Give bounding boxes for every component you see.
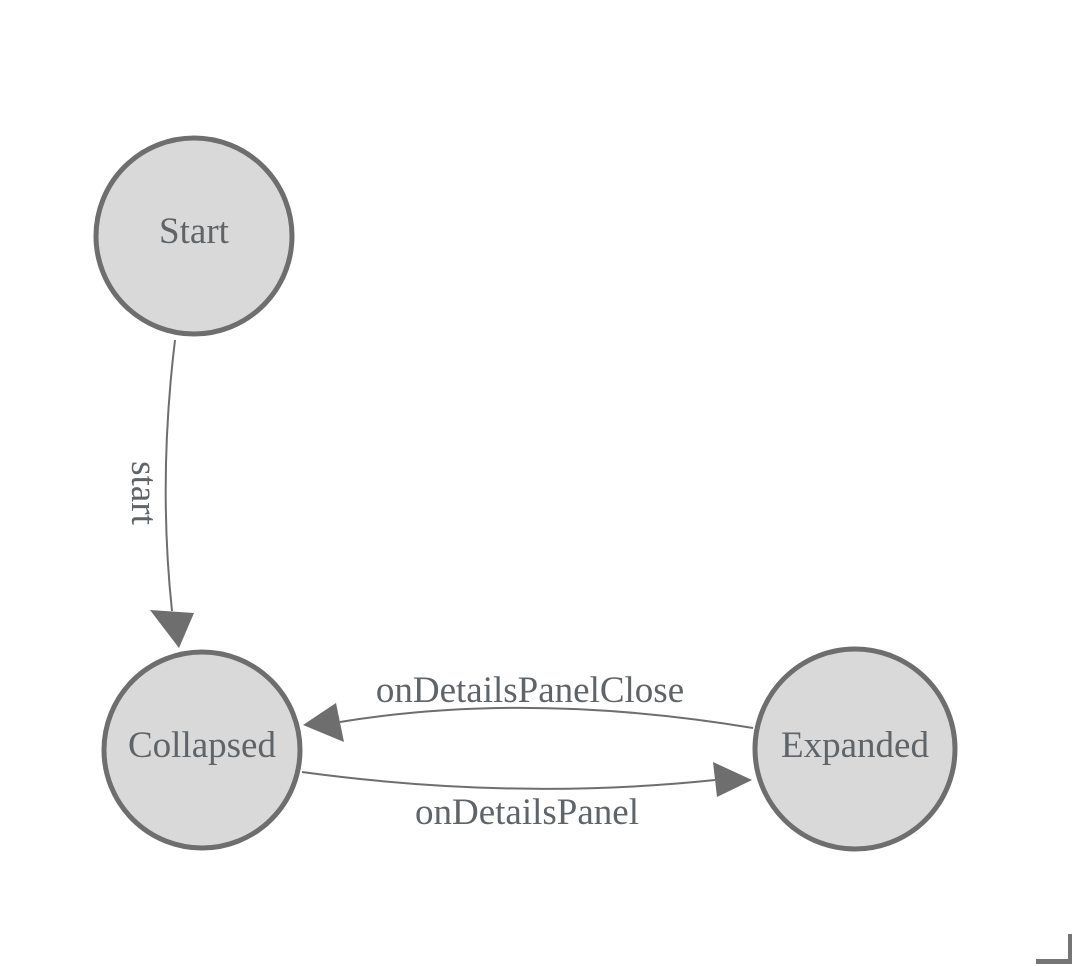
edge-label-start: start [123, 461, 164, 525]
canvas-corner-mark-horizontal [1036, 959, 1072, 964]
edge-label-ondetailspanel: onDetailsPanel [415, 792, 639, 833]
arrowhead-expanded-to-collapsed [303, 703, 344, 742]
edge-collapsed-to-expanded [301, 771, 716, 790]
state-node-start-label: Start [159, 211, 230, 252]
arrowhead-collapsed-to-expanded [713, 762, 752, 797]
edge-start-to-collapsed [164, 339, 176, 612]
state-node-expanded-label: Expanded [781, 725, 929, 766]
state-node-expanded[interactable] [752, 646, 958, 852]
state-node-collapsed[interactable] [101, 649, 303, 851]
edge-expanded-to-collapsed [339, 706, 754, 729]
state-node-collapsed-label: Collapsed [128, 725, 276, 766]
arrowhead-start-to-collapsed [150, 610, 194, 648]
canvas-corner-mark-vertical [1068, 934, 1072, 964]
edge-label-ondetailspanelclose: onDetailsPanelClose [376, 670, 684, 711]
state-node-start[interactable] [93, 135, 295, 337]
